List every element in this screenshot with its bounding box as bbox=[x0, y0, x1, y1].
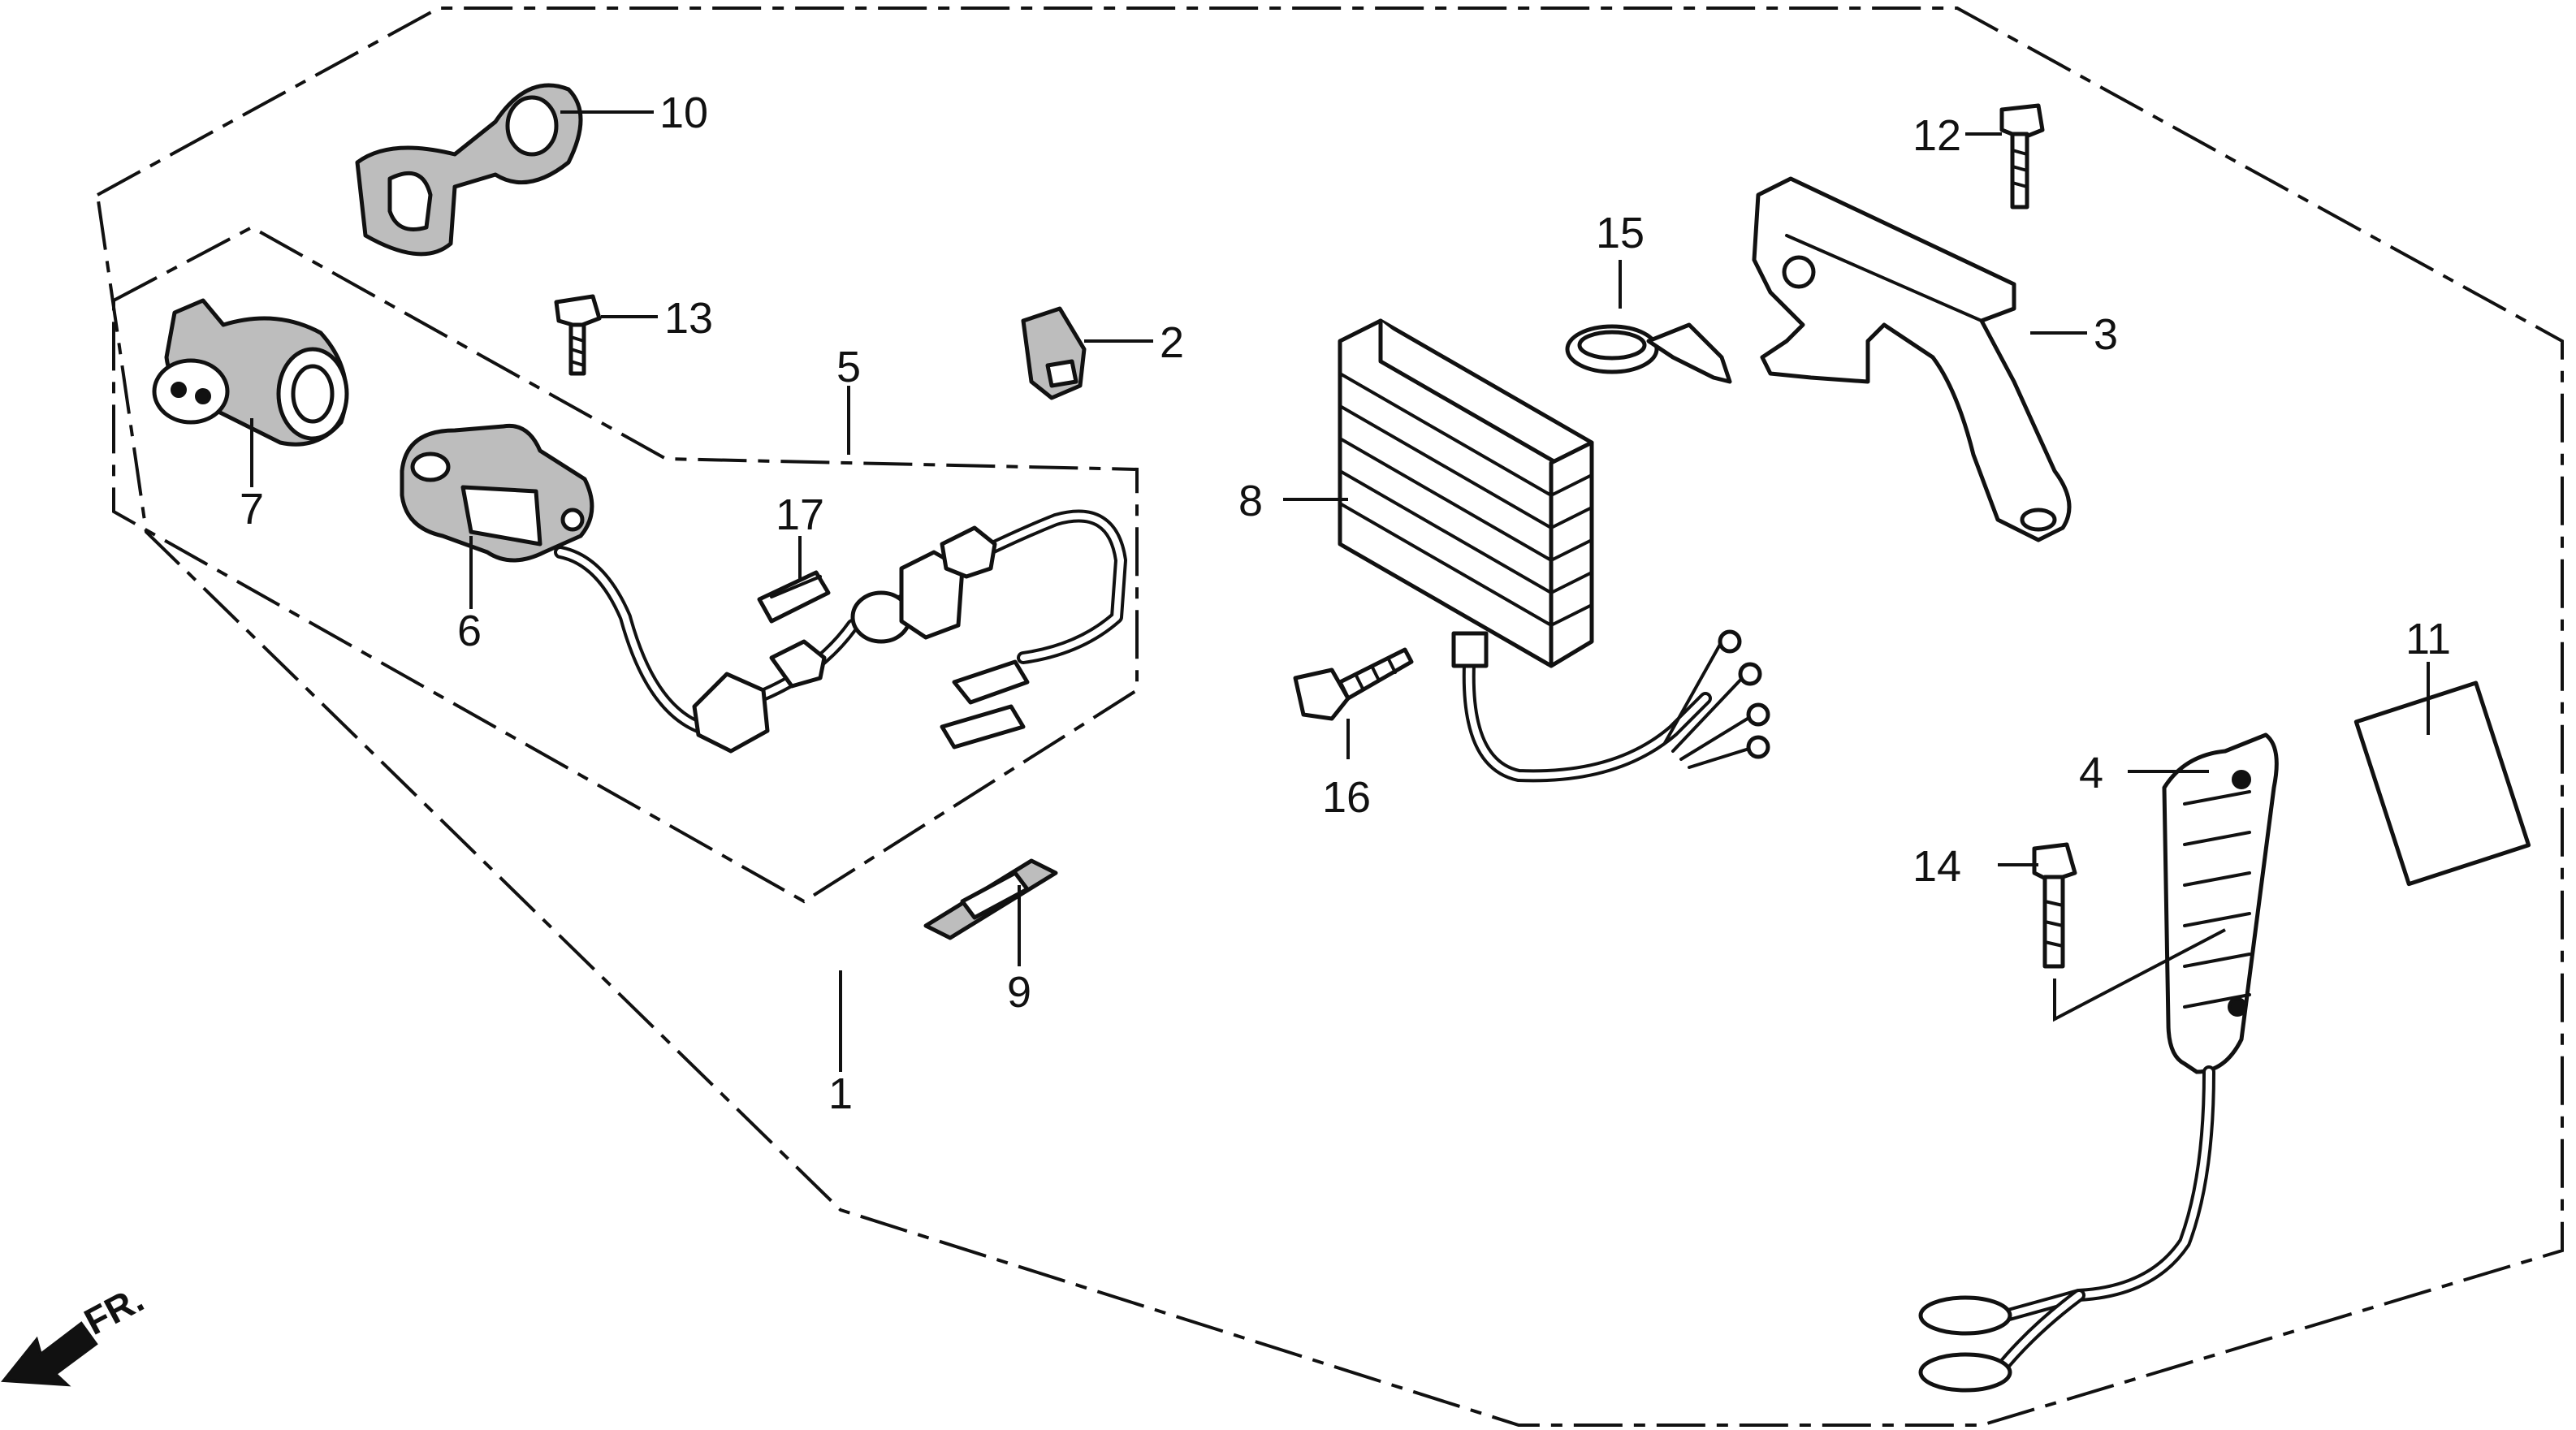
bolt-13-part bbox=[554, 294, 602, 376]
callout-16: 16 bbox=[1322, 773, 1371, 822]
callout-1: 1 bbox=[828, 1069, 853, 1118]
callout-3: 3 bbox=[2094, 310, 2118, 359]
assembly-outline bbox=[95, 6, 2564, 1427]
callout-5: 5 bbox=[836, 343, 861, 391]
callout-17: 17 bbox=[776, 490, 824, 539]
callout-15: 15 bbox=[1596, 209, 1645, 257]
receptacle-part bbox=[400, 423, 594, 563]
socket-connector-part bbox=[152, 298, 349, 447]
label-plate-part bbox=[2353, 680, 2531, 887]
callout-14: 14 bbox=[1913, 842, 1961, 891]
bolt-16-part bbox=[1293, 647, 1414, 721]
rubber-cap-part bbox=[355, 83, 583, 257]
leader-4-bolt bbox=[2053, 928, 2226, 1022]
fuse-part bbox=[757, 570, 831, 624]
callout-10: 10 bbox=[659, 89, 708, 137]
front-arrow-icon bbox=[1, 1321, 98, 1387]
callout-6: 6 bbox=[457, 607, 482, 655]
callout-13: 13 bbox=[664, 294, 713, 343]
callout-4: 4 bbox=[2079, 749, 2103, 797]
front-direction-indicator: FR. bbox=[1, 1277, 150, 1387]
bolt-14-part bbox=[2032, 842, 2077, 969]
ignition-module-part bbox=[1918, 732, 2279, 1393]
callout-9: 9 bbox=[1007, 968, 1031, 1017]
callout-7: 7 bbox=[240, 485, 264, 534]
spare-fuse-part bbox=[923, 858, 1058, 940]
clip-part bbox=[1021, 306, 1087, 400]
callout-11: 11 bbox=[2405, 615, 2451, 663]
callout-8: 8 bbox=[1238, 477, 1263, 525]
bolt-12-part bbox=[1999, 103, 2045, 210]
callout-2: 2 bbox=[1160, 318, 1184, 367]
regulator-rectifier-part bbox=[1338, 318, 1770, 783]
callout-12: 12 bbox=[1913, 111, 1961, 160]
subassembly-outline bbox=[112, 225, 1139, 904]
wire-harness-part bbox=[554, 509, 1127, 754]
bracket-part bbox=[1752, 176, 2072, 542]
cable-tie-part bbox=[1565, 322, 1732, 384]
